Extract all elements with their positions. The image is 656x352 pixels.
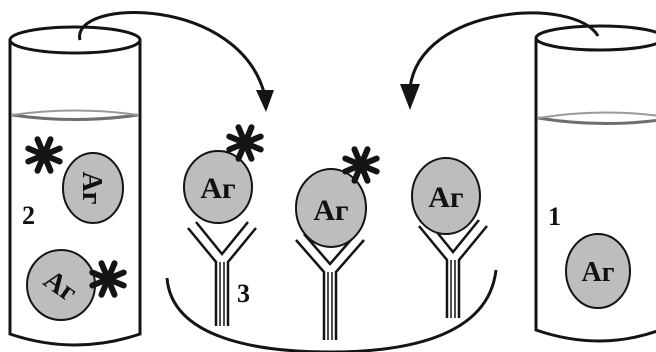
antigen-label: Аг xyxy=(313,194,348,227)
tube-2-antigen-2: Аг xyxy=(26,249,96,321)
tube-2-antigen-1: Аг xyxy=(62,152,124,224)
arrow-tube-2-to-well xyxy=(78,11,274,112)
asterisk-icon xyxy=(342,146,380,184)
tube-1-number: 1 xyxy=(548,202,561,231)
antibody-y-icon xyxy=(187,221,257,326)
asterisk-icon-group xyxy=(25,124,380,298)
antibody-y-icon xyxy=(418,219,488,318)
well-antigen-1: Аг xyxy=(183,150,253,224)
well-antigen-3: Аг xyxy=(411,157,481,235)
test-tube-2 xyxy=(8,25,142,347)
arrow-tube-1-to-well xyxy=(400,11,600,110)
antigen-label: Аг xyxy=(76,172,107,205)
tube-1-antigen-1: Аг xyxy=(565,233,631,309)
antigen-label: Аг xyxy=(428,181,463,214)
antigen-label: Аг xyxy=(200,172,235,205)
test-tube-1 xyxy=(534,24,656,343)
well-antigen-2: Аг xyxy=(295,168,367,248)
antigen-label: Аг xyxy=(582,257,615,288)
asterisk-icon xyxy=(226,124,264,162)
tube-2-number: 2 xyxy=(22,201,35,230)
well-number: 3 xyxy=(237,279,250,308)
asterisk-icon xyxy=(89,260,127,298)
antibody-y-icon xyxy=(295,233,365,340)
asterisk-icon xyxy=(25,136,63,174)
